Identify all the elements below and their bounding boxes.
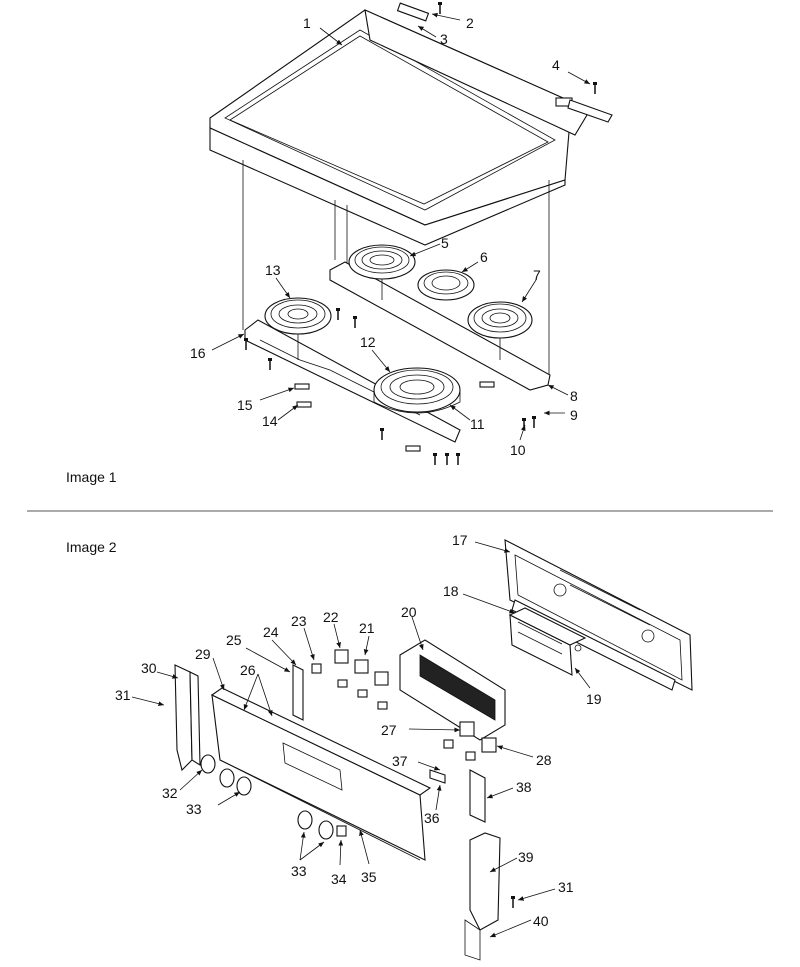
hinge-bracket-right — [555, 81, 613, 123]
element-6 — [417, 269, 475, 301]
side-trim — [464, 832, 501, 961]
leaders-image2 — [131, 541, 591, 938]
switch-row — [311, 649, 389, 710]
labels-image1: 1 2 3 4 5 6 7 8 9 10 11 12 13 14 15 16 — [190, 15, 578, 458]
control-panel-assembly — [174, 539, 693, 961]
hinge-bracket-left — [396, 1, 443, 22]
label-33a: 33 — [186, 801, 202, 817]
label-3: 3 — [440, 31, 448, 47]
label-7: 7 — [533, 267, 541, 283]
knobs — [200, 754, 347, 840]
label-28: 28 — [536, 752, 552, 768]
label-20: 20 — [401, 604, 417, 620]
label-23: 23 — [291, 613, 307, 629]
label-29: 29 — [195, 646, 211, 662]
label-5: 5 — [441, 235, 449, 251]
caption-image2: Image 2 — [66, 539, 117, 555]
label-34: 34 — [331, 871, 347, 887]
label-27: 27 — [381, 722, 397, 738]
label-14: 14 — [262, 413, 278, 429]
label-4: 4 — [552, 57, 560, 73]
label-1: 1 — [303, 15, 311, 31]
label-30: 30 — [141, 660, 157, 676]
label-37: 37 — [392, 753, 408, 769]
label-33b: 33 — [291, 863, 307, 879]
label-25: 25 — [226, 632, 242, 648]
label-32: 32 — [162, 785, 178, 801]
label-17: 17 — [452, 532, 468, 548]
control-board — [508, 607, 587, 676]
label-36: 36 — [424, 810, 440, 826]
label-31a: 31 — [115, 687, 131, 703]
label-26: 26 — [240, 662, 256, 678]
label-6: 6 — [480, 249, 488, 265]
caption-image1: Image 1 — [66, 469, 117, 485]
label-39: 39 — [518, 849, 534, 865]
label-10: 10 — [510, 442, 526, 458]
label-31b: 31 — [558, 879, 574, 895]
label-13: 13 — [265, 262, 281, 278]
rear-panel — [504, 539, 693, 691]
label-9: 9 — [570, 407, 578, 423]
element-7 — [467, 301, 533, 360]
cooktop-assembly — [209, 1, 613, 466]
label-21: 21 — [359, 620, 375, 636]
console-panel — [210, 687, 432, 861]
element-12 — [373, 367, 461, 414]
label-16: 16 — [190, 345, 206, 361]
label-24: 24 — [263, 624, 279, 640]
label-38: 38 — [516, 779, 532, 795]
label-35: 35 — [361, 869, 377, 885]
element-5 — [348, 244, 416, 300]
label-12: 12 — [360, 334, 376, 350]
display-bracket — [399, 639, 506, 741]
label-11: 11 — [470, 416, 485, 432]
leaders-image1 — [211, 12, 591, 441]
labels-image2: 17 18 19 20 21 22 23 24 25 26 29 30 31 3… — [115, 532, 602, 929]
label-22: 22 — [323, 609, 339, 625]
label-2: 2 — [466, 15, 474, 31]
label-8: 8 — [570, 388, 578, 404]
label-40: 40 — [533, 913, 549, 929]
label-15: 15 — [237, 397, 253, 413]
label-19: 19 — [586, 691, 602, 707]
element-13 — [264, 297, 332, 360]
label-18: 18 — [443, 583, 459, 599]
